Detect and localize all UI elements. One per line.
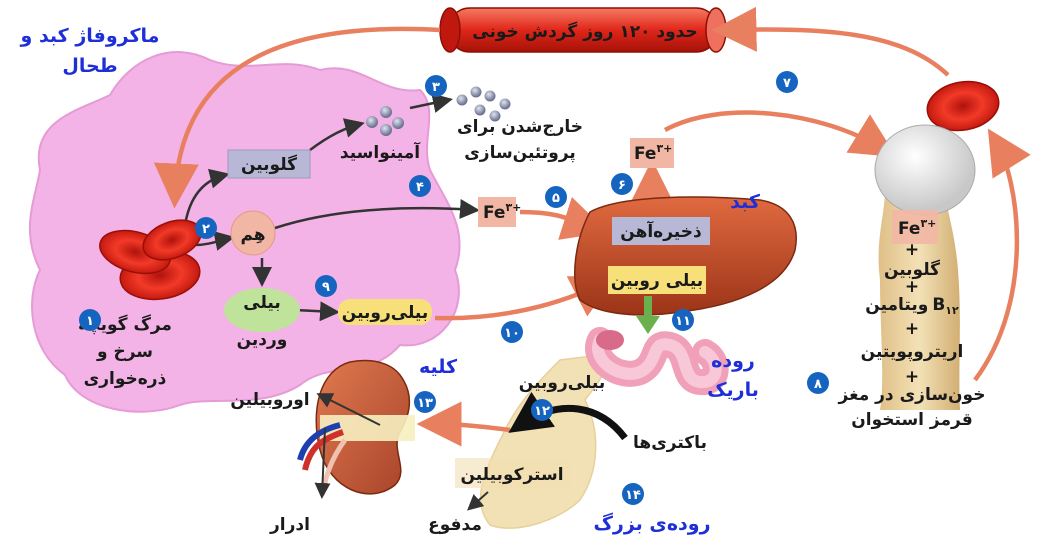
biliverdin-label-2: وردین <box>237 330 288 350</box>
step-badge-11: ۱۱ <box>675 314 691 329</box>
step-badge-10: ۱۰ <box>504 326 520 341</box>
rbc-death-label-2: سرخ و <box>96 342 153 362</box>
step-badge-2: ۲ <box>202 222 210 237</box>
step-badge-7: ۷ <box>783 76 791 91</box>
rbc-death-label-3: ذره‌خواری <box>84 369 167 389</box>
macrophage-title-2: طحال <box>62 55 117 77</box>
amino-acid-label: آمینواسید <box>340 141 421 163</box>
small-intestine-title-2: باریک <box>707 379 759 401</box>
step-badge-12: ۱۲ <box>534 404 550 419</box>
urobilin-label: اوروبیلین <box>230 390 309 410</box>
step-badge-1: ۱ <box>86 314 94 329</box>
iron-store-label: ذخیره‌آهن <box>620 220 702 242</box>
large-intestine-title: روده‌ی بزرگ <box>593 512 710 535</box>
small-intestine <box>596 330 716 382</box>
bilirubin-macro-label: بیلی‌روبین <box>342 303 428 323</box>
marrow-plus-3: + <box>905 319 919 339</box>
bilirubin-intestine-label: بیلی‌روبین <box>519 373 605 393</box>
arrow-fe-to-marrow <box>665 113 885 150</box>
bacteria-label: باکتری‌ها <box>633 433 707 453</box>
biliverdin-label-1: بیلی <box>243 293 280 313</box>
stercobilin-label: استرکوبیلین <box>460 465 563 485</box>
hematopoiesis-label-1: خون‌سازی در مغز <box>838 385 986 405</box>
kidney <box>300 361 415 495</box>
bile-green-arrowhead <box>636 316 660 334</box>
arrow-marrow-to-rbc <box>975 140 1017 380</box>
urine-label: ادرار <box>269 515 310 535</box>
marrow-plus-2: + <box>905 277 919 297</box>
hematopoiesis-label-2: قرمز استخوان <box>851 410 972 430</box>
kidney-title: کلیه <box>419 356 458 378</box>
protein-exit-label-2: پروتئین‌سازی <box>464 143 576 163</box>
step-badge-14: ۱۴ <box>625 488 641 503</box>
bilirubin-liver-label: بیلی روبین <box>611 271 703 291</box>
small-intestine-title-1: روده <box>711 350 755 372</box>
step-badge-6: ۶ <box>618 178 626 193</box>
vessel-label: حدود ۱۲۰ روز گردش خونی <box>472 21 697 42</box>
protein-exit-label-1: خارج‌شدن برای <box>457 117 583 137</box>
arrow-circulation-to-vessel <box>725 30 948 75</box>
blood-vessel: حدود ۱۲۰ روز گردش خونی <box>440 8 726 52</box>
marrow-plus-4: + <box>905 367 919 387</box>
feces-label: مدفوع <box>428 515 482 535</box>
step-badge-8: ۸ <box>814 377 822 392</box>
marrow-plus-1: + <box>905 240 919 260</box>
step-badge-13: ۱۳ <box>417 396 433 411</box>
step-badge-5: ۵ <box>552 191 560 206</box>
arrow-intestine-to-kidney <box>430 424 510 430</box>
liver-title: کبد <box>730 191 761 213</box>
step-badge-4: ۴ <box>416 180 424 195</box>
liver <box>575 197 796 315</box>
heme-label: هِم <box>240 225 265 245</box>
erythropoietin-label: اریتروپویتین <box>861 342 964 362</box>
step-badge-9: ۹ <box>322 280 330 295</box>
globin-label: گلوبین <box>241 154 297 175</box>
macrophage-title-1: ماکروفاژ کبد و <box>20 25 160 47</box>
step-badge-3: ۳ <box>432 80 440 95</box>
